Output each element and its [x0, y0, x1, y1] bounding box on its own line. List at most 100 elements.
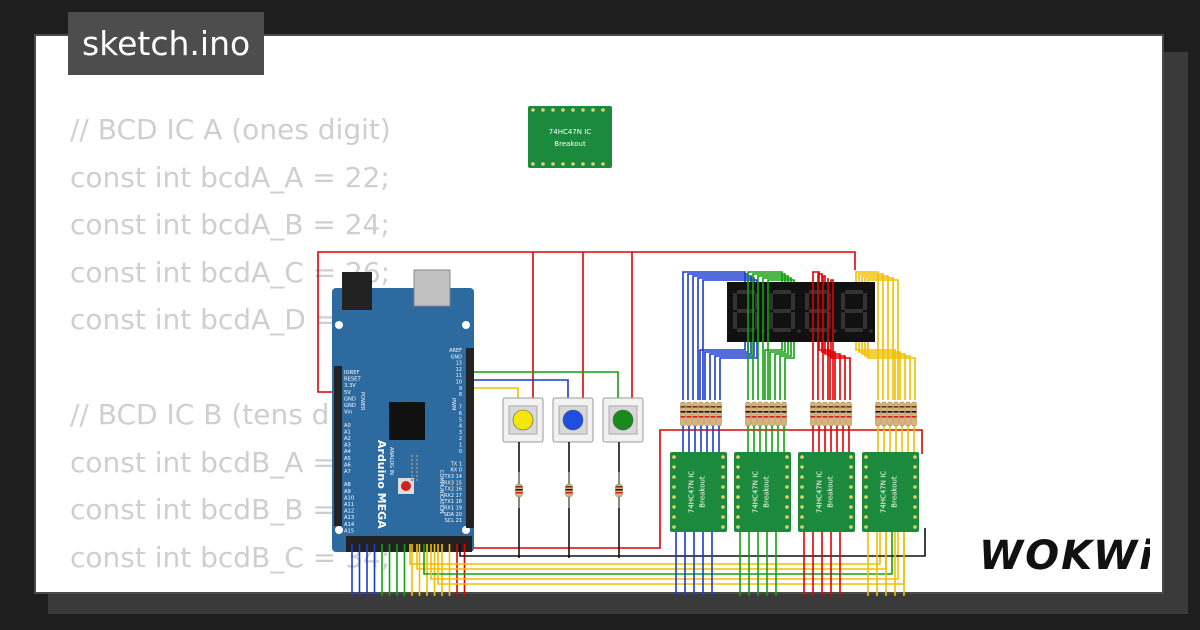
display-wire: [827, 342, 846, 400]
resistor-band: [751, 416, 757, 418]
ic-pin: [913, 495, 917, 499]
resistor-body: [887, 401, 893, 427]
resistor-band: [911, 416, 917, 418]
ic-breakout-board: [528, 106, 612, 168]
pin-label: IOREF: [344, 370, 359, 376]
segment: [863, 293, 867, 310]
ic-pin: [785, 525, 789, 529]
resistor-body: [899, 401, 905, 427]
segment-resistor: [893, 401, 899, 427]
pin-label: A3: [344, 443, 351, 449]
resistor-band: [692, 406, 698, 408]
resistor-band: [751, 411, 757, 413]
segment-resistor: [686, 401, 692, 427]
pin-label: GND: [451, 354, 463, 360]
icsp-pin: [410, 454, 414, 458]
segment-resistor: [769, 401, 775, 427]
resistor-body: [810, 401, 816, 427]
display-wire: [817, 273, 823, 400]
pin-label: 2: [459, 436, 462, 442]
resistor-body: [828, 401, 834, 427]
sketch-title-tab[interactable]: sketch.ino: [68, 12, 265, 75]
resistor-band: [769, 411, 775, 413]
pin-label: A11: [344, 502, 354, 508]
resistor-band: [810, 406, 816, 408]
ic-label: 74HC47N IC: [816, 471, 824, 513]
segment: [733, 312, 737, 329]
ic-pin: [571, 162, 575, 166]
segment-resistor: [840, 401, 846, 427]
ic-bus-wire: [423, 530, 893, 575]
ic-pin: [849, 495, 853, 499]
ic-pin: [672, 515, 676, 519]
resistor-band: [905, 406, 911, 408]
arduino-mega-board: IOREFRESET3.3V5VGNDGNDVinA0A1A2A3A4A5A6A…: [332, 269, 474, 552]
resistor-body: [704, 401, 710, 427]
ic-pin: [800, 515, 804, 519]
resistor-band: [692, 416, 698, 418]
push-button-yellow: [502, 397, 544, 443]
ic-pin: [571, 108, 575, 112]
pin-label: A4: [344, 449, 352, 455]
resistor-body: [775, 401, 781, 427]
segment-resistor: [834, 401, 840, 427]
resistor-band: [875, 406, 881, 408]
ic-pin: [913, 455, 917, 459]
display-wire: [822, 275, 826, 400]
resistor-band: [899, 411, 905, 413]
ic-pin: [736, 475, 740, 479]
pulldown-resistor: [515, 472, 523, 508]
display-wire: [855, 271, 879, 400]
pin-label: A8: [344, 482, 351, 488]
segment-resistor: [698, 401, 704, 427]
mcu-chip: [389, 402, 425, 440]
pin-label: A5: [344, 456, 351, 462]
decimal-point: [797, 329, 801, 333]
resistor-band: [745, 406, 751, 408]
ic-pin: [785, 505, 789, 509]
segment-resistor: [822, 401, 828, 427]
resistor-band: [615, 492, 623, 494]
display-wire: [757, 275, 789, 400]
resistor-band: [822, 411, 828, 413]
resistor-band: [716, 406, 722, 408]
resistor-band: [834, 406, 840, 408]
button-wire: [474, 387, 519, 398]
resistor-body: [710, 401, 716, 427]
wokwi-logo: WOKWi: [979, 533, 1150, 579]
button-cap: [562, 409, 584, 431]
resistor-band: [692, 411, 698, 413]
display-wire: [779, 342, 792, 400]
resistor-band: [710, 416, 716, 418]
resistor-body: [875, 401, 881, 427]
resistor-band: [751, 406, 757, 408]
resistor-band: [887, 411, 893, 413]
pin-label: A0: [344, 423, 351, 429]
ic-breakout-board: [798, 452, 855, 532]
segment-resistor: [680, 401, 686, 427]
resistor-band: [565, 492, 573, 494]
ground-bus-wire: [459, 528, 926, 557]
resistor-body: [846, 401, 852, 427]
segment-resistor: [816, 401, 822, 427]
pin-label: A10: [344, 495, 354, 501]
ic-pin: [721, 525, 725, 529]
icsp-pin: [410, 478, 414, 482]
resistor-band: [615, 486, 623, 488]
ic-pin: [913, 525, 917, 529]
segment-resistor: [751, 401, 757, 427]
pin-label: A12: [344, 509, 354, 515]
pin-label: RX1 19: [444, 506, 462, 512]
resistor-band: [757, 416, 763, 418]
ic-pin: [785, 495, 789, 499]
resistor-band: [893, 406, 899, 408]
icsp-pin: [410, 458, 414, 462]
ic-pin: [721, 515, 725, 519]
ic-pin: [672, 485, 676, 489]
ic-pin: [800, 485, 804, 489]
ic-pin: [785, 475, 789, 479]
ic-label: Breakout: [699, 476, 707, 508]
resistor-band: [881, 416, 887, 418]
ic-pin: [672, 525, 676, 529]
ic-pin: [551, 162, 555, 166]
